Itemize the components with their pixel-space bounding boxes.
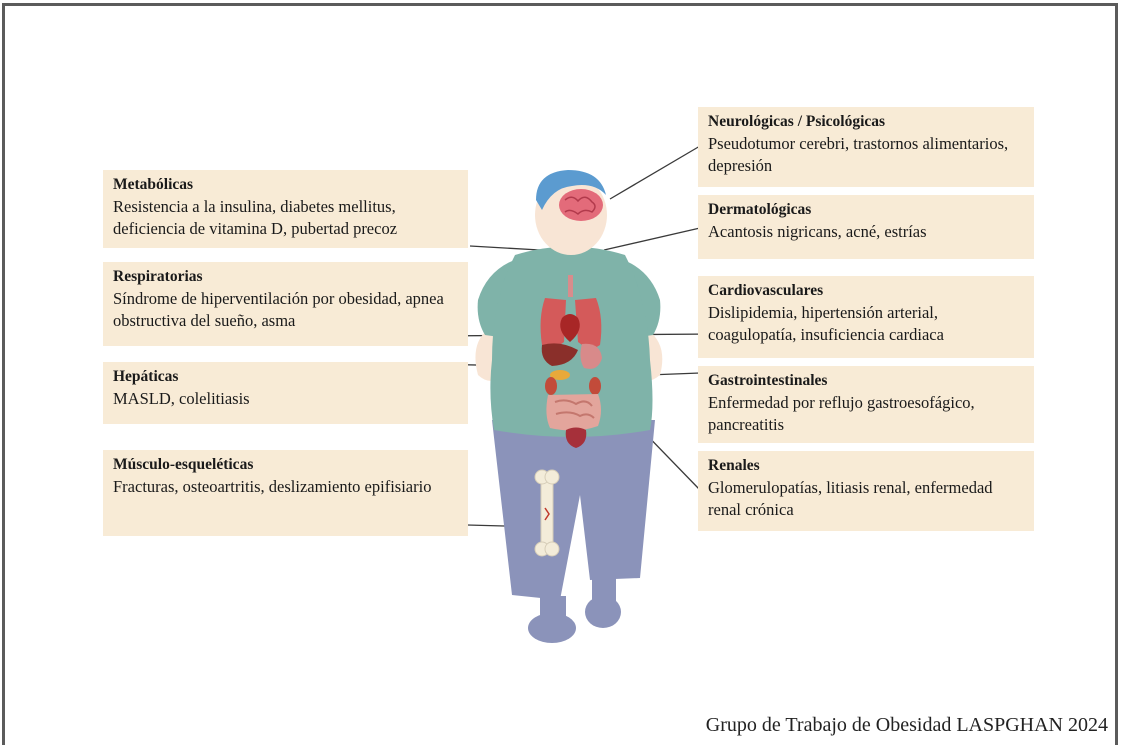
- title-renales: Renales: [708, 456, 1024, 476]
- box-dermatologicas: Dermatológicas Acantosis nigricans, acné…: [698, 195, 1034, 259]
- desc-respiratorias: Síndrome de hiperventilación por obesida…: [113, 288, 458, 332]
- title-respiratorias: Respiratorias: [113, 267, 458, 287]
- brain-icon: [559, 189, 603, 221]
- box-neurologicas: Neurológicas / Psicológicas Pseudotumor …: [698, 107, 1034, 187]
- desc-metabolicas: Resistencia a la insulina, diabetes mell…: [113, 196, 458, 240]
- pants: [492, 420, 655, 600]
- box-cardiovasculares: Cardiovasculares Dislipidemia, hipertens…: [698, 276, 1034, 358]
- box-renales: Renales Glomerulopatías, litiasis renal,…: [698, 451, 1034, 531]
- box-metabolicas: Metabólicas Resistencia a la insulina, d…: [103, 170, 468, 248]
- box-gastrointestinales: Gastrointestinales Enfermedad por refluj…: [698, 366, 1034, 443]
- desc-gastrointestinales: Enfermedad por reflujo gastroesofágico, …: [708, 392, 1024, 436]
- desc-dermatologicas: Acantosis nigricans, acné, estrías: [708, 221, 1024, 243]
- left-kidney-icon: [545, 377, 557, 395]
- title-musculo-esqueleticas: Músculo-esqueléticas: [113, 455, 458, 475]
- credit-text: Grupo de Trabajo de Obesidad LASPGHAN 20…: [706, 714, 1108, 737]
- desc-cardiovasculares: Dislipidemia, hipertensión arterial, coa…: [708, 302, 1024, 346]
- box-hepaticas: Hepáticas MASLD, colelitiasis: [103, 362, 468, 424]
- box-musculo-esqueleticas: Músculo-esqueléticas Fracturas, osteoart…: [103, 450, 468, 536]
- right-kidney-icon: [589, 377, 601, 395]
- title-neurologicas: Neurológicas / Psicológicas: [708, 112, 1024, 132]
- desc-hepaticas: MASLD, colelitiasis: [113, 388, 458, 410]
- desc-neurologicas: Pseudotumor cerebri, trastornos alimenta…: [708, 133, 1024, 177]
- desc-renales: Glomerulopatías, litiasis renal, enferme…: [708, 477, 1024, 521]
- title-gastrointestinales: Gastrointestinales: [708, 371, 1024, 391]
- intestines-icon: [546, 394, 601, 431]
- desc-musculo-esqueleticas: Fracturas, osteoartritis, deslizamiento …: [113, 476, 458, 498]
- title-dermatologicas: Dermatológicas: [708, 200, 1024, 220]
- box-respiratorias: Respiratorias Síndrome de hiperventilaci…: [103, 262, 468, 346]
- title-hepaticas: Hepáticas: [113, 367, 458, 387]
- title-metabolicas: Metabólicas: [113, 175, 458, 195]
- title-cardiovasculares: Cardiovasculares: [708, 281, 1024, 301]
